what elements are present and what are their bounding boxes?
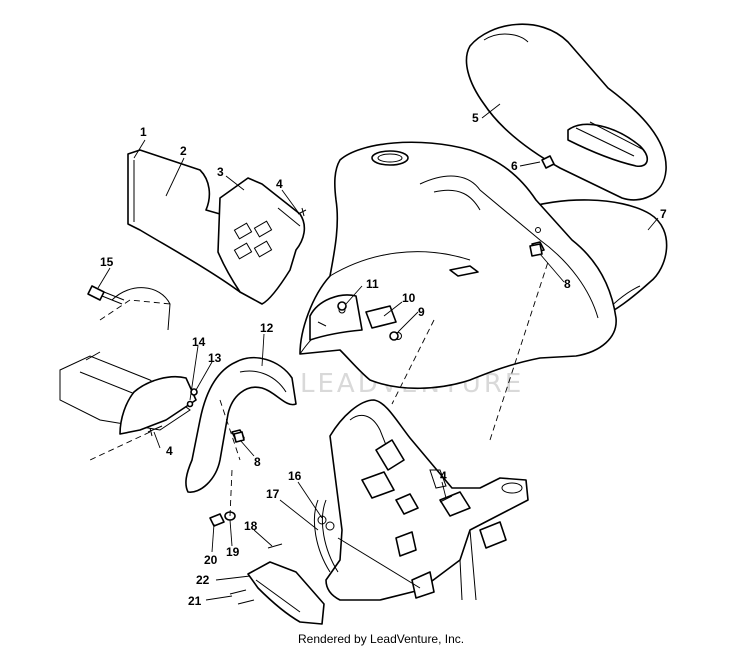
callout-7: 7	[660, 207, 667, 221]
callout-20: 20	[204, 553, 218, 567]
callout-10: 10	[402, 291, 416, 305]
callout-21: 21	[188, 594, 202, 608]
callout-1: 1	[140, 125, 147, 139]
front-flare-part	[185, 356, 297, 493]
callout-2: 2	[180, 144, 187, 158]
footrest-part	[59, 287, 197, 435]
callout-15: 15	[100, 255, 114, 269]
callout-17: 17	[266, 487, 280, 501]
callout-4-right: 4	[440, 469, 447, 483]
fasteners	[87, 155, 555, 605]
credit-text: Rendered by LeadVenture, Inc.	[298, 632, 464, 646]
callout-19: 19	[226, 545, 240, 559]
callout-8-bottom: 8	[254, 455, 261, 469]
callout-6: 6	[511, 159, 518, 173]
callout-5: 5	[472, 111, 479, 125]
callout-16: 16	[288, 469, 302, 483]
leader-lines	[97, 103, 659, 601]
callout-18: 18	[244, 519, 258, 533]
callout-3: 3	[217, 165, 224, 179]
callout-4-left: 4	[166, 444, 173, 458]
callout-13: 13	[208, 351, 222, 365]
callout-4-top: 4	[276, 177, 283, 191]
callout-labels: 1 2 3 4 5 6 7 8 9 10 11 12 13 14 15 4 8 …	[100, 111, 667, 608]
callout-22: 22	[196, 573, 210, 587]
cable-part	[313, 499, 339, 573]
callout-12: 12	[260, 321, 274, 335]
callout-14: 14	[192, 335, 206, 349]
callout-11: 11	[366, 277, 379, 291]
frame-part	[325, 399, 529, 601]
assembly-guides	[89, 261, 549, 517]
callout-9: 9	[418, 305, 425, 319]
seat-part	[465, 23, 667, 201]
vent-panel-part	[217, 177, 306, 305]
front-fender-body-part	[299, 141, 617, 390]
lower-guard-part	[247, 561, 325, 625]
callout-8-top: 8	[564, 277, 571, 291]
